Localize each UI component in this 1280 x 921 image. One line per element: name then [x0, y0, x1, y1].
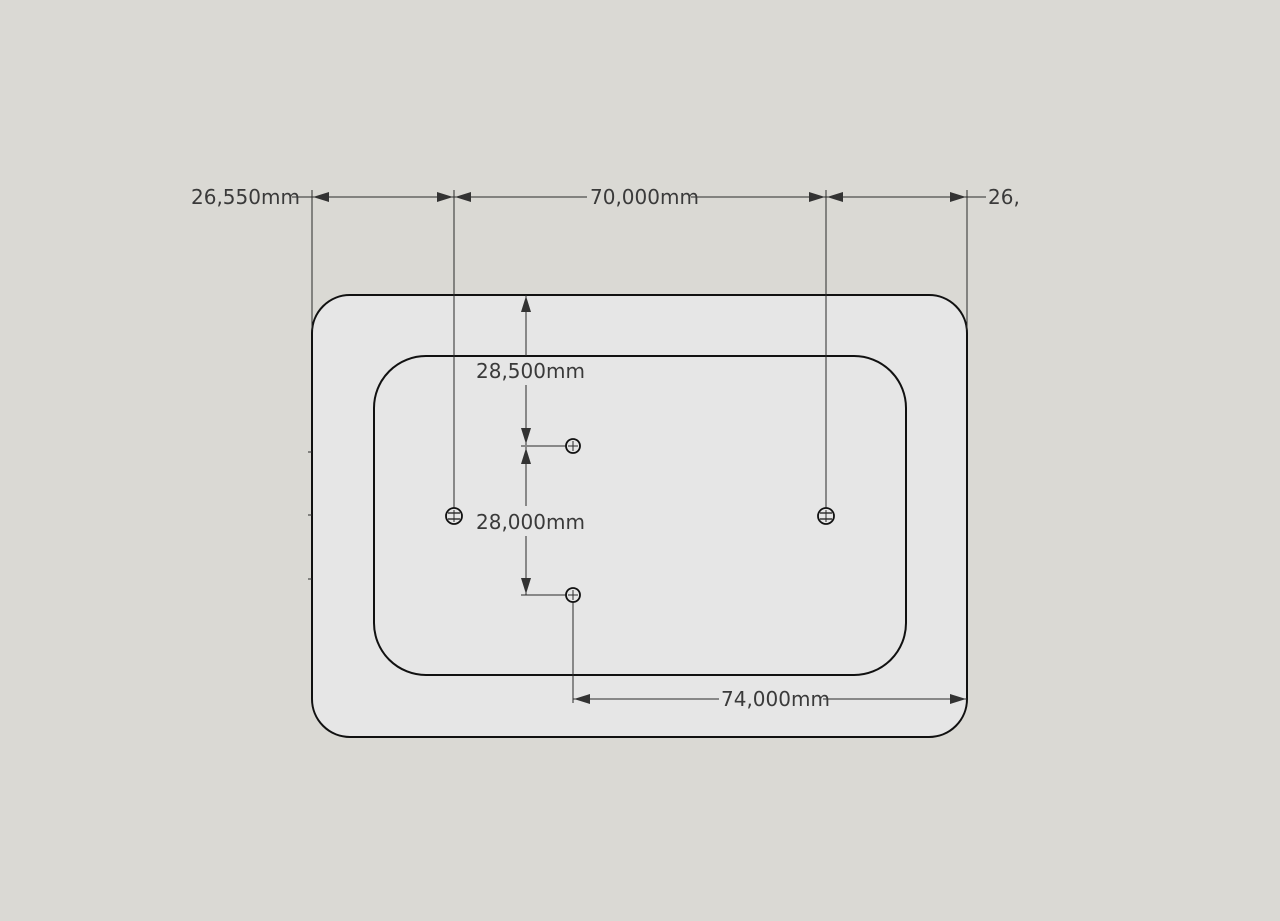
screw-hole-left — [445, 507, 463, 525]
screw-hole-right — [817, 507, 835, 525]
arrowhead — [521, 428, 531, 444]
arrowhead — [809, 192, 825, 202]
mounting-hole-lower — [565, 587, 581, 603]
dimension-bottom-spacing: 74,000mm — [721, 687, 830, 711]
arrowhead — [827, 192, 843, 202]
arrowhead — [950, 192, 966, 202]
right-text-bg — [986, 184, 1046, 210]
arrowhead — [521, 448, 531, 464]
dimension-left-offset: 26,550mm — [191, 185, 300, 209]
left-text-bg — [188, 184, 292, 210]
dimension-right-offset: 26, — [988, 185, 1020, 209]
inner-recess — [373, 355, 907, 676]
arrowhead — [455, 192, 471, 202]
arrowhead — [313, 192, 329, 202]
arrowhead — [574, 694, 590, 704]
arrowhead — [521, 296, 531, 312]
mounting-hole-upper — [565, 438, 581, 454]
arrowhead — [521, 578, 531, 594]
arrowhead — [950, 694, 966, 704]
dimension-vertical-gap: 28,000mm — [476, 510, 585, 534]
dimension-vertical-top: 28,500mm — [476, 359, 585, 383]
arrowhead — [437, 192, 453, 202]
dimension-top-spacing: 70,000mm — [590, 185, 699, 209]
bottom-text-bg — [719, 686, 823, 712]
top-text-bg — [587, 184, 691, 210]
